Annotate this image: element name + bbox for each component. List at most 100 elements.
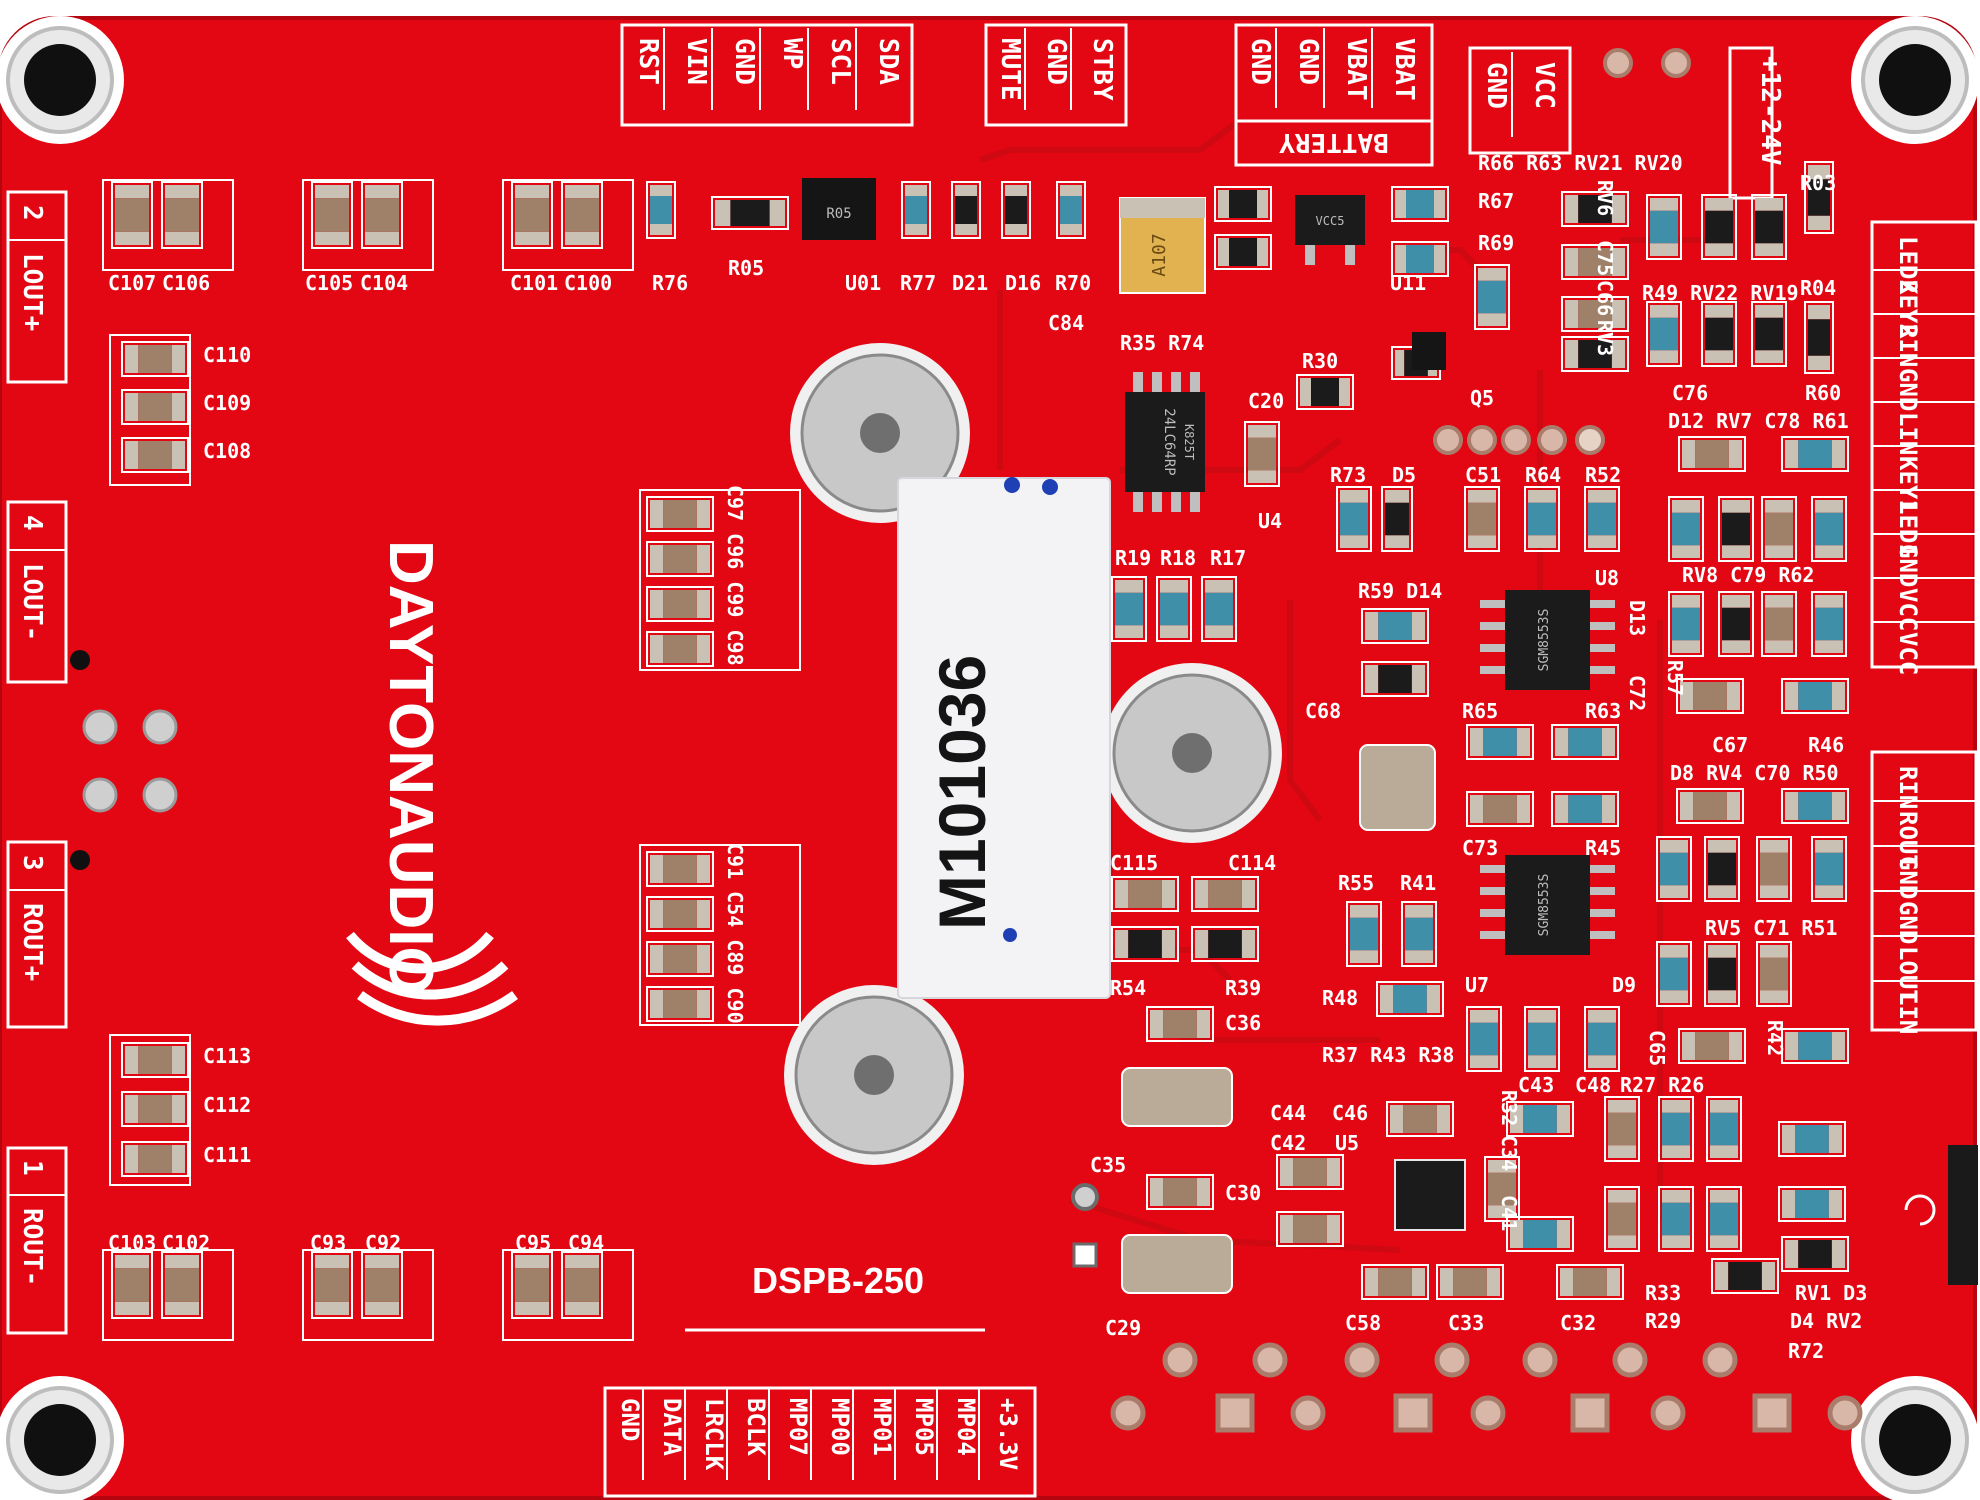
component-designator: C35 xyxy=(1090,1153,1126,1177)
component-designator: C95 xyxy=(515,1231,551,1255)
smd-part xyxy=(1701,194,1737,260)
component-designator: R54 xyxy=(1110,976,1146,1000)
smd-part xyxy=(646,896,714,932)
smd-part xyxy=(1111,876,1179,912)
daytonaudio-logo: DAYTONAUDIO xyxy=(346,540,518,1026)
output-number: 1 xyxy=(17,1160,47,1176)
output-label: LOUT+ xyxy=(17,253,47,331)
smd-part xyxy=(1361,661,1429,697)
component-designator: C66 xyxy=(1593,280,1617,316)
component-designator: C46 xyxy=(1332,1101,1368,1125)
component-designator: R46 xyxy=(1808,733,1844,757)
component-designator: R42 xyxy=(1763,1020,1787,1056)
smd-part xyxy=(1604,1096,1640,1162)
smd-part xyxy=(1781,788,1849,824)
component-designator: C75 xyxy=(1593,240,1617,276)
board-model: DSPB-250 xyxy=(685,1260,985,1332)
right-pin-label: LIN xyxy=(1894,412,1922,455)
smd-part xyxy=(1391,241,1449,277)
left-capacitor-banks xyxy=(102,179,634,1341)
component-designator: C36 xyxy=(1225,1011,1261,1035)
component-designator: R69 xyxy=(1478,231,1514,255)
component-designator: C101 xyxy=(510,271,558,295)
output-number: 2 xyxy=(17,205,47,221)
svg-text:K825T: K825T xyxy=(1182,424,1196,460)
component-designator: R29 xyxy=(1645,1309,1681,1333)
component-designator: R77 xyxy=(900,271,936,295)
smd-part xyxy=(1484,1156,1520,1222)
smd-part xyxy=(1346,901,1382,967)
component-designator: C44 xyxy=(1270,1101,1306,1125)
component-designator: C20 xyxy=(1248,389,1284,413)
component-designator: D4 RV2 xyxy=(1790,1309,1862,1333)
component-designator: R41 xyxy=(1400,871,1436,895)
ic-u7-opamp: SGM8553S xyxy=(1480,855,1615,955)
smd-part xyxy=(1668,496,1704,562)
header-pin-label: VBAT xyxy=(1389,38,1419,101)
header-pin-label: SCL xyxy=(825,38,855,85)
smd-part xyxy=(1146,1174,1214,1210)
smd-part xyxy=(1711,1258,1779,1294)
smd-field xyxy=(646,161,1849,1300)
smd-part xyxy=(161,181,203,249)
header-pin-label: SDA xyxy=(873,38,903,85)
ic-u8-opamp: SGM8553S xyxy=(1480,590,1615,690)
smd-part xyxy=(1761,496,1797,562)
component-designator: RV8 C79 R62 xyxy=(1682,563,1814,587)
header-pin-label: WP xyxy=(777,38,807,69)
component-designator: C107 xyxy=(108,271,156,295)
smd-part xyxy=(1506,1216,1574,1252)
right-pin-label: LIN xyxy=(1894,991,1922,1034)
smd-part xyxy=(1561,296,1629,332)
ic-u01: R05 xyxy=(802,178,876,240)
component-designator: C92 xyxy=(365,1231,401,1255)
component-designator: U5 xyxy=(1335,1131,1359,1155)
component-designator: R76 xyxy=(652,271,688,295)
component-designator: R48 xyxy=(1322,986,1358,1010)
smd-part xyxy=(1646,194,1682,260)
component-designator: R49 RV22 RV19 xyxy=(1642,281,1799,305)
component-designator: R65 xyxy=(1462,699,1498,723)
header-pin-label: GND xyxy=(1481,62,1511,109)
component-designator: C30 xyxy=(1225,1181,1261,1205)
component-designator: C29 xyxy=(1105,1316,1141,1340)
smd-part xyxy=(561,1251,603,1319)
component-designator: C108 xyxy=(203,439,251,463)
smd-part xyxy=(1561,191,1629,227)
smd-part xyxy=(1376,981,1444,1017)
smd-part xyxy=(1524,486,1560,552)
smd-part xyxy=(1676,678,1744,714)
component-designator: R19 xyxy=(1115,546,1151,570)
ic-u4-eeprom: 24LC64RP K825T xyxy=(1125,372,1205,512)
component-designator: C84 xyxy=(1048,311,1084,335)
smd-part xyxy=(1781,1236,1849,1272)
smd-part xyxy=(646,986,714,1022)
header-pin-label: VIN xyxy=(681,38,711,85)
smd-part xyxy=(511,1251,553,1319)
ic-u11-regulator: VCC5 xyxy=(1295,195,1365,265)
smd-part xyxy=(1604,1186,1640,1252)
component-designator: U01 xyxy=(845,271,881,295)
smd-part xyxy=(1214,186,1272,222)
component-designator: C102 xyxy=(162,1231,210,1255)
header-pin-label: GND xyxy=(1245,38,1275,85)
component-designator: R63 xyxy=(1585,699,1621,723)
model-label: DSPB-250 xyxy=(752,1260,924,1301)
header-pin-label: +3.3V xyxy=(994,1398,1022,1470)
smd-part xyxy=(161,1251,203,1319)
component-designator: RV6 xyxy=(1593,180,1617,216)
component-designator: C65 xyxy=(1645,1030,1669,1066)
component-designator: R35 R74 xyxy=(1120,331,1204,355)
smd-part xyxy=(1781,678,1849,714)
component-designator: R03 xyxy=(1800,171,1836,195)
right-pin-label: RIN xyxy=(1894,766,1922,809)
smd-part xyxy=(646,851,714,887)
smd-part xyxy=(1551,791,1619,827)
smd-part xyxy=(1244,421,1280,487)
right-pin-label: KEY2 xyxy=(1894,280,1922,338)
header-pin-label: DATA xyxy=(658,1398,686,1456)
header-pin-label: VCC xyxy=(1529,62,1559,109)
component-designator: C58 xyxy=(1345,1311,1381,1335)
component-designator: R72 xyxy=(1788,1339,1824,1363)
